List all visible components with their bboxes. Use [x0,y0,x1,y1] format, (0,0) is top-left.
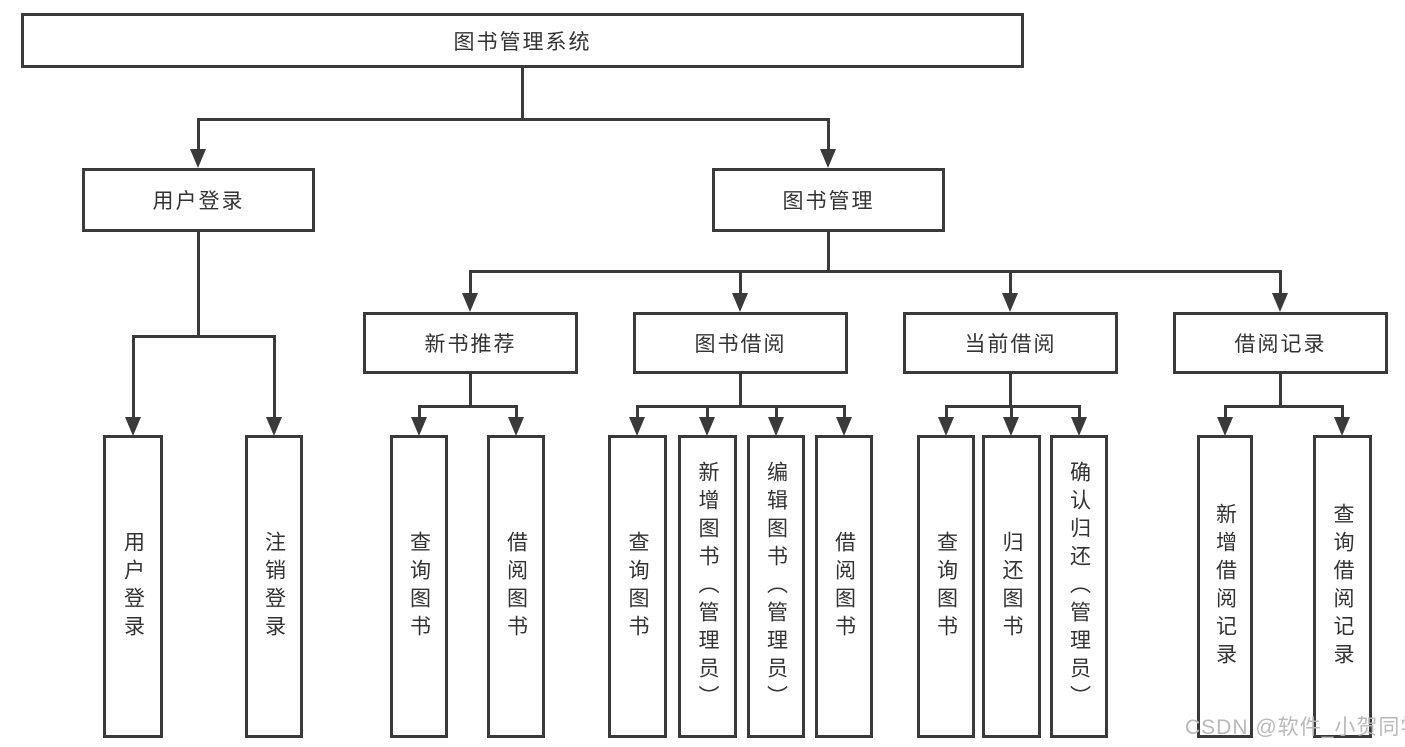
connector-line [468,269,1282,273]
arrowhead-icon [508,417,524,436]
arrowhead-icon [1002,293,1018,312]
arrowhead-icon [1272,293,1288,312]
leaf-logout-login-label: 注销登录 [262,530,286,643]
leaf-current-return-books-label: 归还图书 [1000,530,1023,643]
connector-line [196,117,830,121]
node-new-book-recommendation-label: 新书推荐 [424,333,517,356]
connector-line [826,232,830,271]
leaf-borrowing-add-books-admin-label: 新增图书（管理员） [696,460,719,713]
arrowhead-icon [1334,417,1350,436]
connector-line [1077,406,1081,418]
leaf-borrowing-edit-books-admin-label: 编辑图书（管理员） [764,460,788,713]
arrowhead-icon [1071,417,1087,436]
leaf-borrowing-edit-books-admin: 编辑图书（管理员） [747,435,805,738]
connector-line [272,336,276,418]
connector-line [705,406,709,418]
arrowhead-icon [1003,417,1019,436]
connector-line [196,119,200,152]
leaf-borrowing-borrow-books-label: 借阅图书 [832,530,856,643]
leaf-current-query-books: 查询图书 [917,435,975,738]
connector-line [944,406,948,418]
node-book-management: 图书管理 [712,168,945,232]
connector-line [738,271,742,295]
leaf-logout-login: 注销登录 [245,435,303,738]
node-book-management-label: 图书管理 [782,190,875,213]
leaf-current-confirm-return-admin: 确认归还（管理员） [1050,435,1108,738]
connector-line [944,404,1081,408]
leaf-borrowing-query-books: 查询图书 [608,435,667,738]
connector-line [635,404,846,408]
node-current-borrowing: 当前借阅 [903,312,1118,374]
connector-line [1008,374,1012,406]
arrowhead-icon [411,417,427,436]
connector-line [1340,406,1344,418]
arrowhead-icon [732,293,748,312]
leaf-records-add-borrow-record: 新增借阅记录 [1197,435,1253,738]
node-current-borrowing-label: 当前借阅 [964,333,1057,356]
leaf-records-add-borrow-record-label: 新增借阅记录 [1213,502,1237,671]
arrowhead-icon [125,417,141,436]
arrowhead-icon [629,417,645,436]
leaf-current-query-books-label: 查询图书 [934,530,958,643]
connector-line [826,119,830,152]
arrowhead-icon [699,417,715,436]
connector-line [196,232,200,336]
arrowhead-icon [820,149,836,168]
node-user-login-label: 用户登录 [152,190,245,213]
arrowhead-icon [190,149,206,168]
connector-line [417,404,518,408]
leaf-records-query-borrow-record: 查询借阅记录 [1313,435,1372,738]
leaf-user-login-label: 用户登录 [121,530,145,643]
leaf-user-login: 用户登录 [103,435,163,738]
connector-line [520,68,524,119]
node-borrow-records-label: 借阅记录 [1234,333,1327,356]
connector-line [1278,271,1282,295]
leaf-newbooks-query-books-label: 查询图书 [407,530,431,643]
connector-line [635,406,639,418]
connector-line [738,374,742,406]
connector-line [417,406,421,418]
connector-line [1278,374,1282,406]
node-book-borrowing-label: 图书借阅 [694,333,787,356]
connector-line [774,406,778,418]
node-user-login: 用户登录 [82,168,315,232]
arrowhead-icon [266,417,282,436]
leaf-newbooks-query-books: 查询图书 [390,435,448,738]
arrowhead-icon [462,293,478,312]
connector-line [1008,271,1012,295]
arrowhead-icon [768,417,784,436]
node-library-management-system-label: 图书管理系统 [453,30,592,54]
leaf-borrowing-add-books-admin: 新增图书（管理员） [678,435,737,738]
leaf-newbooks-borrow-books: 借阅图书 [487,435,545,738]
connector-line [514,406,518,418]
connector-line [468,374,472,406]
connector-line [468,271,472,295]
arrowhead-icon [1217,417,1233,436]
connector-line [131,336,135,418]
node-book-borrowing: 图书借阅 [633,312,848,374]
arrowhead-icon [938,417,954,436]
node-library-management-system: 图书管理系统 [21,13,1024,68]
leaf-records-query-borrow-record-label: 查询借阅记录 [1331,502,1354,671]
connector-line [1009,406,1013,418]
connector-line [131,334,276,338]
leaf-newbooks-borrow-books-label: 借阅图书 [504,530,528,643]
csdn-watermark: CSDN @软件_小贺同学 [1185,716,1405,739]
connector-line [1223,404,1344,408]
connector-line [842,406,846,418]
arrowhead-icon [836,417,852,436]
leaf-current-return-books: 归还图书 [982,435,1041,738]
connector-line [1223,406,1227,418]
leaf-borrowing-borrow-books: 借阅图书 [815,435,873,738]
leaf-borrowing-query-books-label: 查询图书 [626,530,649,643]
node-borrow-records: 借阅记录 [1173,312,1388,374]
node-new-book-recommendation: 新书推荐 [363,312,578,374]
leaf-current-confirm-return-admin-label: 确认归还（管理员） [1067,460,1091,713]
